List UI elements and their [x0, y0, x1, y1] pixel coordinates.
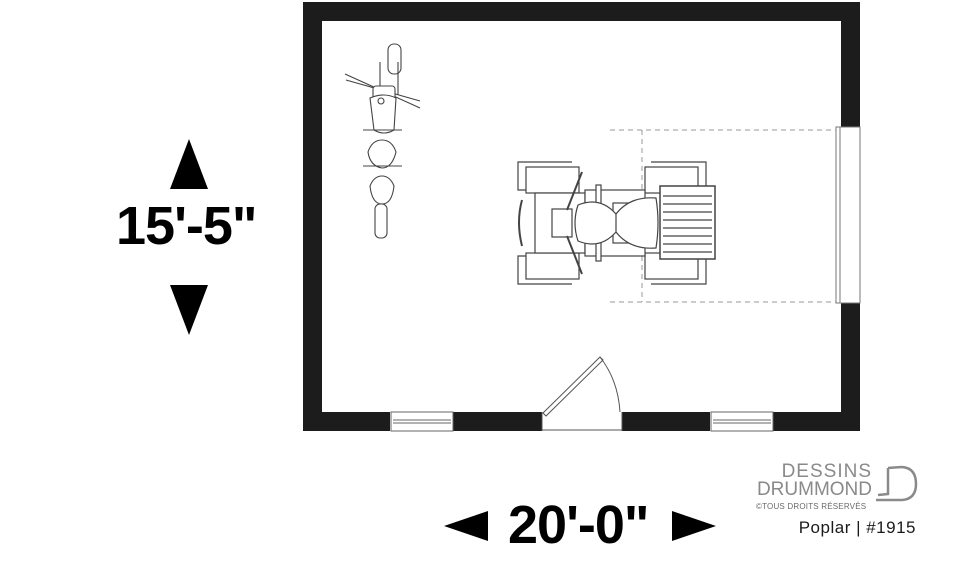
depth-dimension-label: 15'-5" — [116, 196, 258, 256]
arrow-down-icon — [170, 285, 208, 335]
brand-line2: DRUMMOND — [756, 479, 872, 500]
logo-d-icon — [876, 465, 918, 502]
arrow-up-icon — [170, 139, 208, 189]
width-dimension-label: 20'-0" — [508, 495, 650, 555]
walls — [303, 2, 860, 431]
atv — [517, 161, 716, 285]
brand-line1: DESSINS — [781, 461, 872, 482]
arrow-right-icon — [672, 511, 716, 541]
brand-logo: DESSINS DRUMMOND ©TOUS DROITS RÉSERVÉS — [752, 462, 922, 542]
garage-door-opening — [835, 126, 861, 304]
window-left — [390, 411, 454, 432]
copyright-text: ©TOUS DROITS RÉSERVÉS — [756, 502, 867, 511]
window-right — [710, 411, 774, 432]
entry-door — [541, 356, 623, 431]
motorcycle — [344, 43, 421, 239]
arrow-left-icon — [444, 511, 488, 541]
plan-name: Poplar | #1915 — [798, 518, 916, 537]
